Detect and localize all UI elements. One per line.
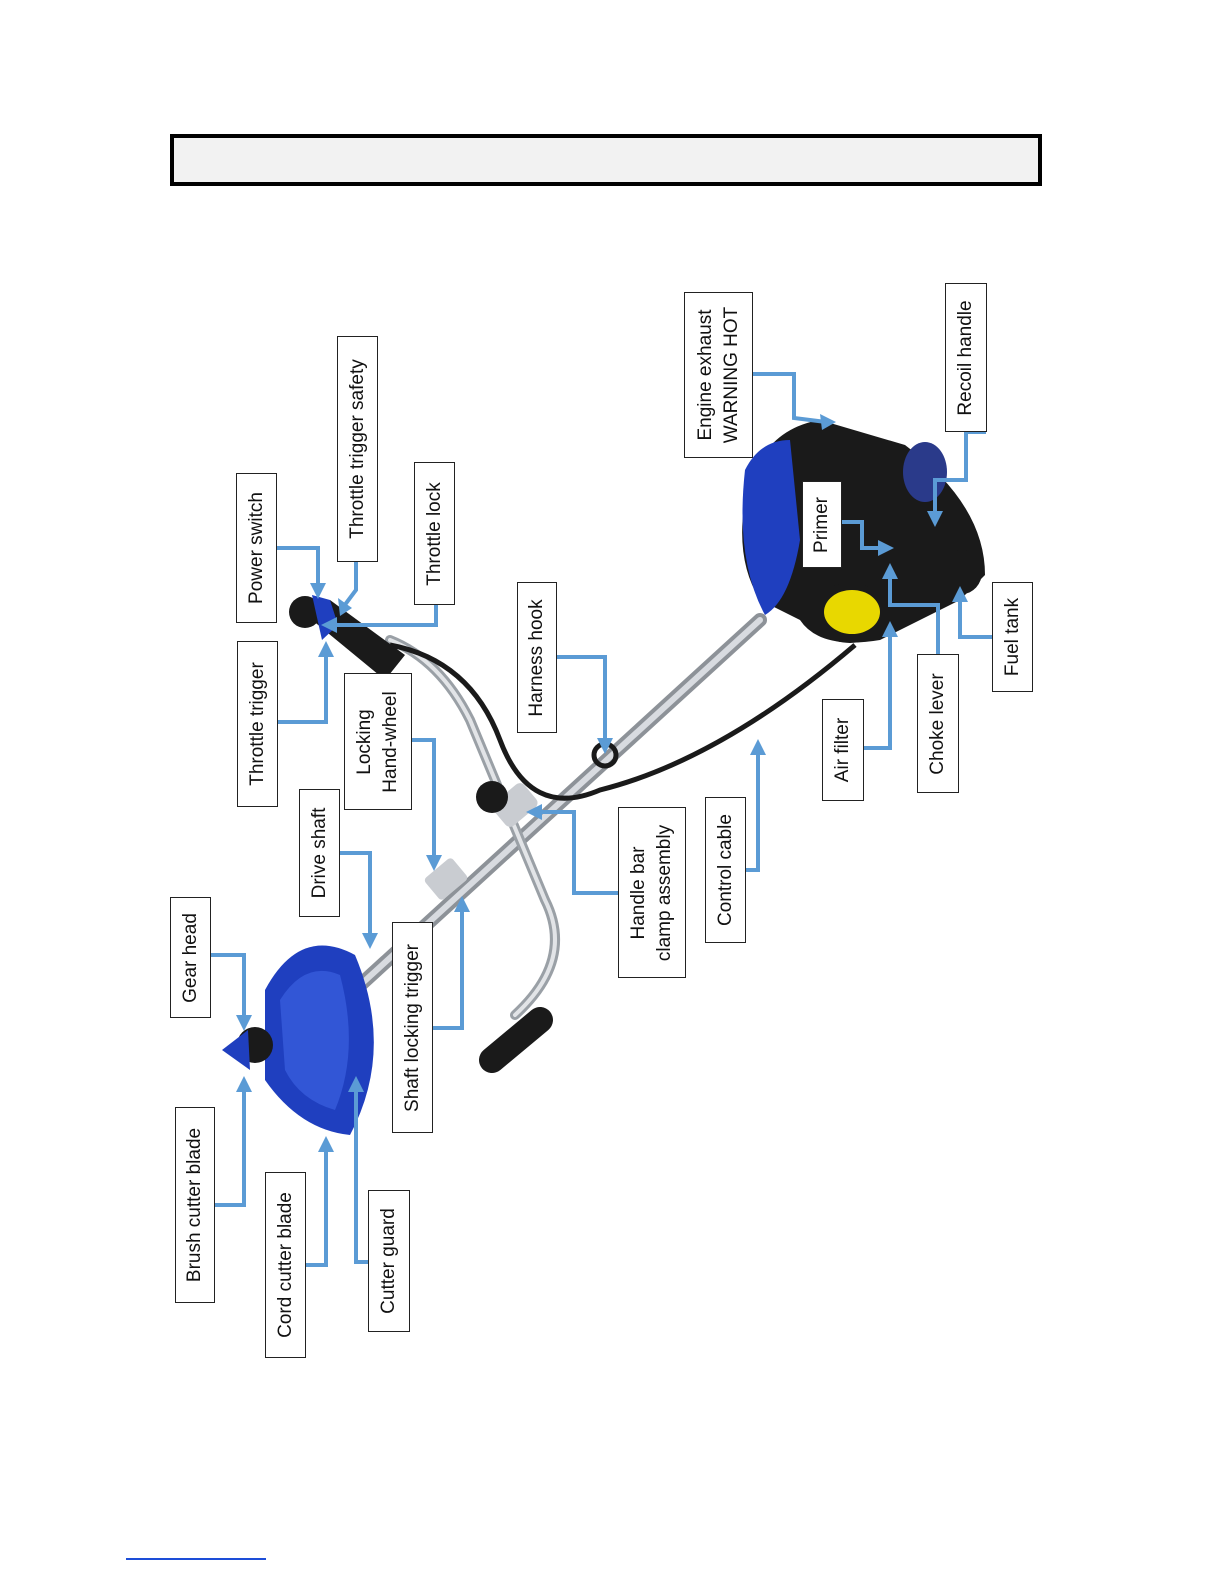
label-fuel-tank-text: Fuel tank — [1001, 597, 1023, 677]
label-control-cable: Control cable — [705, 797, 746, 943]
arrow-choke-lever — [882, 563, 898, 579]
leader-lines — [210, 372, 1002, 1267]
arrow-throttle-trigger — [318, 641, 334, 657]
label-harness-hook: Harness hook — [517, 582, 557, 733]
label-handle-bar-clamp-assembly: Handle bar clamp assembly — [618, 807, 686, 978]
label-gear-head: Gear head — [170, 897, 211, 1018]
leader-recoil-handle — [933, 430, 986, 518]
label-handle-bar-clamp-assembly-text: Handle bar clamp assembly — [628, 824, 675, 961]
label-throttle-lock: Throttle lock — [414, 462, 455, 605]
leader-cord-cutter-blade — [306, 1145, 328, 1267]
arrow-locking-hand-wheel — [426, 855, 442, 871]
label-shaft-locking-trigger-text: Shaft locking trigger — [401, 943, 423, 1112]
arrow-recoil-handle — [927, 511, 943, 527]
arrow-drive-shaft — [362, 933, 378, 949]
footer-rule — [126, 1558, 266, 1560]
label-locking-hand-wheel-text: Locking Hand-wheel — [354, 690, 401, 793]
label-choke-lever-text: Choke lever — [927, 672, 948, 775]
label-drive-shaft-text: Drive shaft — [308, 807, 330, 899]
label-choke-lever: Choke lever — [917, 654, 959, 793]
label-cutter-guard: Cutter guard — [368, 1190, 410, 1332]
label-brush-cutter-blade-text: Brush cutter blade — [184, 1127, 205, 1283]
arrow-fuel-tank — [952, 586, 968, 602]
leader-locking-hand-wheel — [412, 738, 436, 862]
arrow-primer — [878, 540, 894, 556]
label-control-cable-text: Control cable — [714, 814, 736, 926]
label-fuel-tank: Fuel tank — [992, 582, 1033, 692]
drive-shaft-graphic — [293, 613, 767, 1047]
leader-drive-shaft — [340, 851, 372, 940]
label-brush-cutter-blade: Brush cutter blade — [175, 1107, 215, 1303]
arrow-cord-cutter-blade — [318, 1136, 334, 1152]
label-primer-text: Primer — [811, 496, 832, 553]
label-power-switch-text: Power switch — [245, 492, 267, 604]
handle-clamp-graphic — [476, 781, 538, 827]
label-recoil-handle-text: Recoil handle — [955, 299, 976, 416]
arrow-throttle-trigger-safety — [338, 598, 352, 616]
arrow-cutter-guard — [348, 1076, 364, 1092]
shaft-lock-graphic — [424, 858, 468, 900]
arrow-handle-bar-clamp — [526, 804, 542, 820]
label-cord-cutter-blade: Cord cutter blade — [265, 1172, 306, 1358]
label-cord-cutter-blade-text: Cord cutter blade — [274, 1192, 296, 1338]
label-engine-exhaust-text: Engine exhaust WARNING HOT — [694, 306, 742, 444]
label-engine-exhaust: Engine exhaust WARNING HOT — [684, 292, 753, 458]
leader-brush-cutter-blade — [214, 1085, 246, 1207]
leader-throttle-trigger — [278, 650, 328, 724]
arrow-shaft-locking-trigger — [454, 896, 470, 912]
leader-fuel-tank — [958, 595, 1002, 639]
leader-throttle-trigger-safety — [342, 562, 358, 608]
label-locking-hand-wheel: Locking Hand-wheel — [344, 673, 412, 810]
leader-air-filter — [864, 630, 892, 750]
arrow-throttle-lock — [321, 617, 337, 633]
label-gear-head-text: Gear head — [179, 912, 201, 1003]
leader-engine-exhaust — [752, 372, 827, 424]
leader-power-switch — [276, 546, 320, 590]
leader-control-cable — [746, 748, 760, 872]
label-recoil-handle: Recoil handle — [945, 283, 987, 432]
leader-cutter-guard — [354, 1085, 370, 1264]
label-throttle-lock-text: Throttle lock — [423, 481, 445, 586]
label-shaft-locking-trigger: Shaft locking trigger — [392, 922, 433, 1133]
arrow-harness-hook — [597, 738, 613, 754]
arrow-gear-head — [236, 1015, 252, 1031]
label-throttle-trigger-text: Throttle trigger — [246, 662, 268, 786]
label-primer: Primer — [802, 481, 842, 568]
handle-bar-graphic — [385, 635, 560, 1073]
arrow-brush-cutter-blade — [236, 1076, 252, 1092]
leader-choke-lever — [888, 572, 940, 655]
leader-arrowheads — [236, 414, 968, 1152]
label-throttle-trigger-safety: Throttle trigger safety — [337, 336, 378, 562]
label-harness-hook-text: Harness hook — [526, 598, 547, 717]
leader-handle-bar-clamp — [535, 810, 620, 895]
label-throttle-trigger-safety-text: Throttle trigger safety — [346, 359, 368, 539]
label-air-filter: Air filter — [822, 699, 864, 801]
cutter-head-graphic — [222, 945, 374, 1135]
leader-primer — [842, 520, 885, 550]
label-drive-shaft: Drive shaft — [299, 789, 340, 917]
arrow-control-cable — [750, 739, 766, 755]
label-power-switch: Power switch — [236, 473, 277, 623]
label-throttle-trigger: Throttle trigger — [237, 641, 278, 807]
control-cable-graphic — [389, 642, 857, 801]
label-air-filter-text: Air filter — [832, 717, 853, 783]
header-bar — [170, 134, 1042, 186]
arrow-engine-exhaust — [820, 414, 836, 430]
leader-shaft-locking-trigger — [432, 905, 464, 1030]
label-cutter-guard-text: Cutter guard — [378, 1208, 399, 1314]
arrow-air-filter — [882, 621, 898, 637]
leader-gear-head — [210, 953, 246, 1022]
leader-harness-hook — [556, 655, 607, 745]
arrow-power-switch — [310, 583, 326, 599]
